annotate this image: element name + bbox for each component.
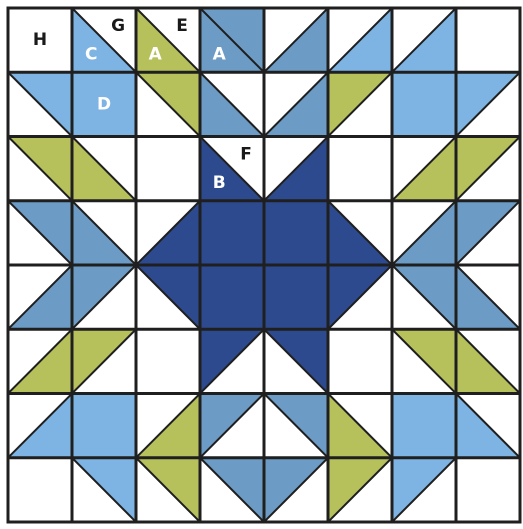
piece-label-a-4: A [149,44,163,64]
patch-light-blue-r6c6 [392,394,456,458]
patch-light-blue-r6c1 [72,394,136,458]
patch-light-blue-r1c6 [392,72,456,136]
piece-label-g-1: G [111,16,125,36]
piece-label-b-8: B [213,173,226,193]
patch-navy-r4c3 [200,265,264,329]
piece-label-d-6: D [97,94,111,114]
patch-navy-r3c3 [200,201,264,265]
piece-label-h-0: H [33,30,47,50]
patch-navy-r4c4 [264,265,328,329]
piece-label-a-5: A [213,44,227,64]
piece-label-e-3: E [176,16,188,36]
piece-label-c-2: C [85,44,97,64]
patch-navy-r3c4 [264,201,328,265]
piece-label-f-7: F [240,144,252,164]
